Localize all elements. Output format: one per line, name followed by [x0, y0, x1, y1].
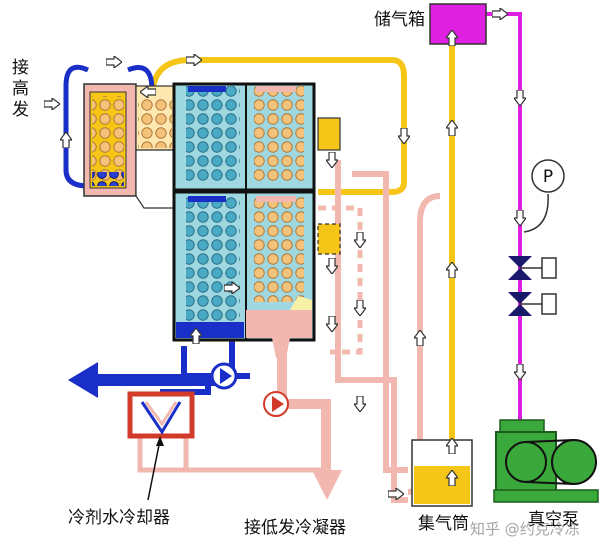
solution-pipe-mid-loop	[335, 171, 408, 473]
solution-pipe-right-loop	[335, 160, 408, 503]
gauge-tap-line	[523, 193, 549, 233]
flow-arrow-icon	[354, 396, 366, 412]
pressure-gauge	[531, 159, 565, 193]
high-generator	[83, 83, 175, 209]
flow-arrow-icon	[514, 210, 526, 226]
upper-shell	[172, 82, 316, 192]
label-high-generator: 接高发	[12, 58, 29, 120]
flow-arrow-icon	[492, 8, 508, 20]
lower-shell	[172, 190, 316, 358]
flow-arrow-icon	[446, 262, 458, 278]
label-gas-collector: 集气筒	[418, 514, 469, 534]
label-low-generator-condenser: 接低发冷凝器	[244, 518, 346, 538]
condenser-outlet-arrow	[312, 470, 342, 500]
flow-arrow-icon	[186, 54, 202, 66]
flow-arrow-icon	[414, 330, 426, 346]
refrigerant-water-cooler	[127, 391, 195, 439]
cooling-water-loop-generator	[63, 64, 90, 189]
flow-arrow-icon	[354, 232, 366, 248]
watermark: 知乎 @约克冷冻	[470, 520, 580, 538]
purge-chamber-upper	[317, 117, 341, 151]
solution-pipe-to-condenser	[277, 330, 331, 470]
label-vacuum-pump: 真空泵	[528, 510, 579, 530]
vapor-pipe-to-storage	[430, 37, 455, 440]
gas-collector	[411, 439, 473, 507]
flow-arrow-icon	[354, 300, 366, 316]
flow-arrow-icon	[398, 128, 410, 144]
vacuum-pump	[493, 419, 599, 503]
flow-arrow-icon	[60, 132, 72, 148]
label-refrigerant-water-cooler: 冷剂水冷却器	[68, 508, 170, 528]
valve-upper	[508, 256, 557, 280]
flow-arrow-icon	[514, 364, 526, 380]
flow-arrow-icon	[514, 90, 526, 106]
valve-lower	[508, 292, 557, 316]
label-gas-storage-box: 储气箱	[374, 10, 425, 30]
purge-chamber-lower	[317, 223, 341, 255]
cooler-pointer-head	[156, 436, 164, 446]
gas-storage-box	[429, 3, 487, 45]
pressure-gauge-label: P	[543, 167, 553, 187]
solution-pump	[263, 391, 289, 417]
cooler-pointer-line	[147, 439, 161, 501]
flow-arrow-icon	[44, 98, 60, 110]
cooling-water-pump	[210, 362, 238, 390]
flow-arrow-icon	[446, 120, 458, 136]
flow-arrow-icon	[106, 56, 122, 68]
vacuum-line	[486, 12, 522, 420]
vapor-pipe-top	[149, 57, 407, 195]
cooling-water-outlet-arrowhead	[68, 362, 98, 398]
